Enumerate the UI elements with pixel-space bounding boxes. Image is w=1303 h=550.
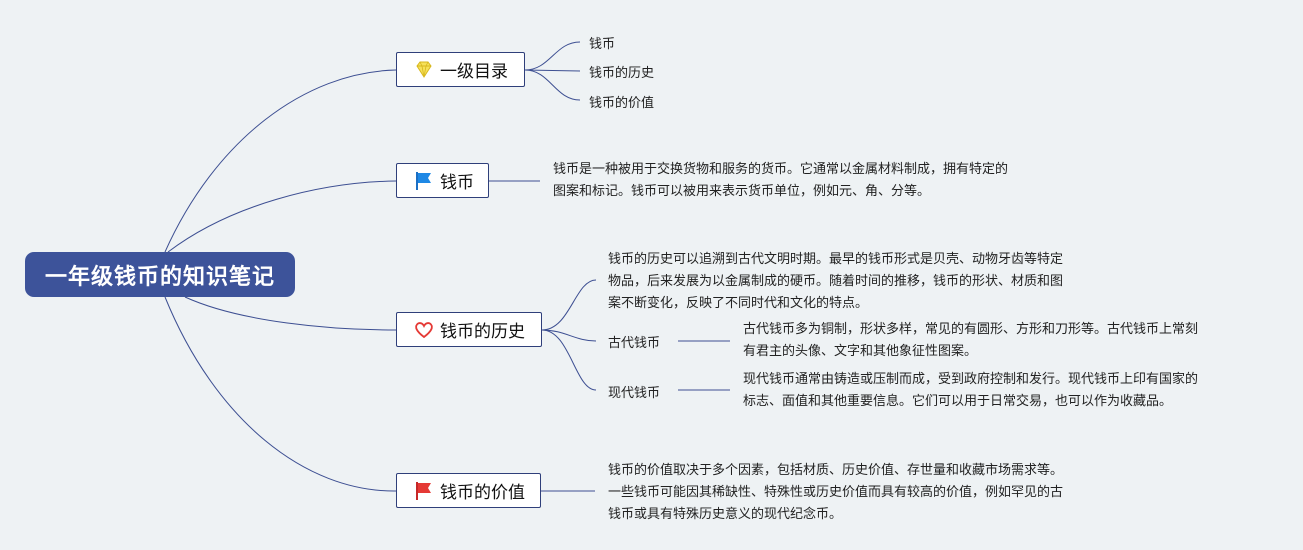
link-history-modern [541,329,597,391]
red-flag-icon [413,480,435,502]
topic-history[interactable]: 钱币的历史 [396,312,542,347]
link-root-history [184,296,397,331]
heart-icon [413,319,435,341]
catalog-item-value[interactable]: 钱币的价值 [589,96,655,111]
subtopic-modern-coin[interactable]: 现代钱币 [608,386,661,401]
topic-label: 钱币 [440,173,474,193]
history-note: 钱币的历史可以追溯到古代文明时期。最早的钱币形式是贝壳、动物牙齿等特定 物品，后… [608,252,1064,311]
link-history-note [541,279,597,331]
topic-catalog[interactable]: 一级目录 [396,52,525,87]
modern-coin-note: 现代钱币通常由铸造或压制而成，受到政府控制和发行。现代钱币上印有国家的 标志、面… [743,372,1199,409]
blue-flag-icon [413,170,435,192]
root-topic[interactable]: 一年级钱币的知识笔记 [25,252,295,297]
link-root-value [164,296,397,492]
catalog-item-history[interactable]: 钱币的历史 [589,66,655,81]
catalog-item-coin[interactable]: 钱币 [589,37,616,52]
link-catalog-2 [524,69,581,72]
ancient-coin-note: 古代钱币多为铜制，形状多样，常见的有圆形、方形和刀形等。古代钱币上常刻 有君主的… [743,322,1199,359]
topic-label: 一级目录 [440,62,508,82]
subtopic-ancient-coin[interactable]: 古代钱币 [608,336,661,351]
link-catalog-3 [524,69,581,101]
value-note: 钱币的价值取决于多个因素，包括材质、历史价值、存世量和收藏市场需求等。 一些钱币… [608,463,1064,522]
topic-value[interactable]: 钱币的价值 [396,473,541,508]
coin-note: 钱币是一种被用于交换货物和服务的货币。它通常以金属材料制成，拥有特定的 图案和标… [553,162,1009,199]
diamond-icon [413,59,435,81]
topic-label: 钱币的历史 [440,322,525,342]
link-root-catalog [164,69,397,253]
link-root-coin [167,180,397,253]
link-catalog-1 [524,41,581,71]
topic-coin[interactable]: 钱币 [396,163,489,198]
topic-label: 钱币的价值 [440,483,525,503]
